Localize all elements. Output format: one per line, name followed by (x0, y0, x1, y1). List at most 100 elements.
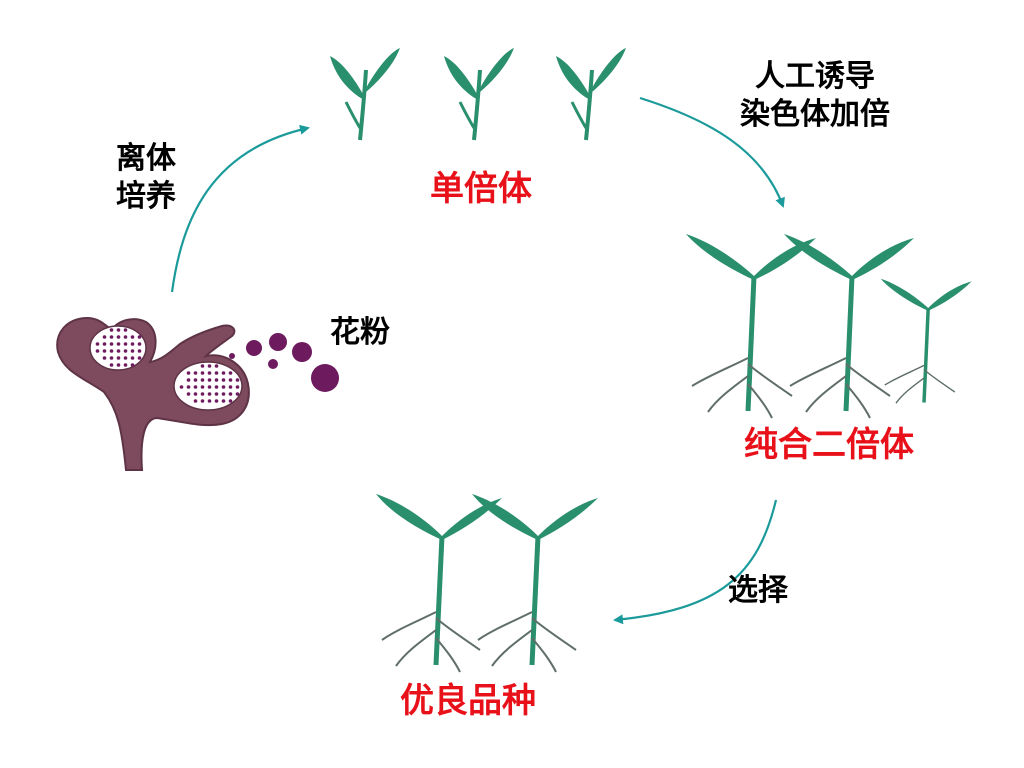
pollen-dot (214, 385, 219, 389)
pollen-dot (193, 378, 198, 382)
pollen-dot (228, 378, 233, 382)
pollen-dot (102, 349, 107, 353)
label-pure-diploid: 纯合二倍体 (744, 425, 914, 465)
pollen-dot (221, 371, 226, 375)
pollen-dot (123, 342, 128, 346)
pollen-dot (109, 349, 114, 353)
haploid-plant (330, 48, 400, 141)
arrow-haploid-to-diploid (639, 96, 785, 208)
pollen-dot (130, 356, 135, 360)
pollen-dot (214, 378, 219, 382)
pollen-dot (109, 356, 114, 360)
pollen-dot (95, 349, 100, 353)
pollen-dot (109, 328, 114, 332)
pollen-grain (292, 342, 312, 362)
pollen-dot (102, 356, 107, 360)
pollen-dot (123, 363, 128, 367)
label-selection: 选择 (728, 573, 788, 608)
pollen-dot (221, 399, 226, 403)
pollen-dot (102, 335, 107, 339)
pollen-grains (229, 333, 339, 392)
pollen-dot (179, 385, 184, 389)
label-chromosome-doubling-line2: 染色体加倍 (740, 96, 890, 132)
pollen-dot (193, 385, 198, 389)
pollen-dot (228, 392, 233, 396)
pollen-dot (200, 378, 205, 382)
pollen-grain (269, 333, 287, 351)
pollen-dot (130, 363, 135, 367)
label-anther-culture-line2: 培养 (116, 178, 176, 214)
pollen-dot (207, 399, 212, 403)
pollen-dot (193, 371, 198, 375)
label-chromosome-doubling-line1: 人工诱导 (755, 59, 875, 94)
pollen-grain (268, 359, 278, 369)
pollen-dot (95, 342, 100, 346)
anther-pollen-dots (95, 328, 240, 403)
pollen-dot (123, 349, 128, 353)
pollen-dot (130, 342, 135, 346)
pollen-dot (207, 385, 212, 389)
pollen-dot (200, 385, 205, 389)
label-anther-culture-line1: 离体 (116, 141, 176, 176)
label-chromosome-doubling: 人工诱导 染色体加倍 (740, 58, 890, 133)
pollen-dot (123, 356, 128, 360)
pollen-dot (207, 371, 212, 375)
pollen-dot (221, 378, 226, 382)
pollen-dot (116, 342, 121, 346)
pollen-dot (186, 371, 191, 375)
pollen-dot (130, 335, 135, 339)
label-anther-culture: 离体 培养 (116, 140, 176, 215)
pollen-dot (200, 392, 205, 396)
pollen-dot (193, 392, 198, 396)
pollen-dot (109, 363, 114, 367)
haploid-plants (330, 48, 626, 141)
pollen-dot (207, 364, 212, 368)
label-elite-variety: 优良品种 (400, 681, 536, 721)
pollen-dot (116, 335, 121, 339)
pollen-dot (137, 349, 142, 353)
pollen-dot (123, 328, 128, 332)
diploid-plant (686, 234, 816, 419)
diploid-plant-small (880, 278, 972, 404)
pollen-dot (109, 335, 114, 339)
arrow-anther-to-haploid (170, 124, 310, 293)
label-haploid: 单倍体 (430, 169, 532, 209)
pollen-dot (228, 399, 233, 403)
pollen-dot (221, 385, 226, 389)
anther-illustration (56, 316, 250, 471)
pollen-dot (137, 356, 142, 360)
pollen-dot (200, 371, 205, 375)
pollen-dot (214, 392, 219, 396)
pollen-dot (116, 363, 121, 367)
pollen-dot (228, 385, 233, 389)
pollen-dot (130, 349, 135, 353)
pollen-dot (200, 364, 205, 368)
pollen-dot (214, 364, 219, 368)
elite-variety-plants (376, 494, 598, 673)
pollen-dot (193, 399, 198, 403)
pollen-dot (207, 378, 212, 382)
pollen-dot (235, 385, 240, 389)
pollen-grain (229, 353, 235, 359)
pollen-dot (186, 378, 191, 382)
label-pollen: 花粉 (330, 315, 390, 350)
elite-plant (472, 494, 598, 673)
pollen-dot (116, 349, 121, 353)
pollen-dot (116, 328, 121, 332)
pollen-dot (228, 371, 233, 375)
pollen-dot (235, 392, 240, 396)
diploid-plants (686, 234, 972, 419)
pollen-grain (311, 364, 339, 392)
pollen-dot (207, 392, 212, 396)
pollen-dot (221, 392, 226, 396)
elite-plant (376, 494, 502, 673)
pollen-dot (214, 371, 219, 375)
pollen-dot (137, 342, 142, 346)
haploid-plant (556, 48, 626, 141)
haploid-plant (444, 48, 514, 141)
pollen-grain (246, 340, 262, 356)
pollen-dot (235, 378, 240, 382)
pollen-dot (186, 385, 191, 389)
